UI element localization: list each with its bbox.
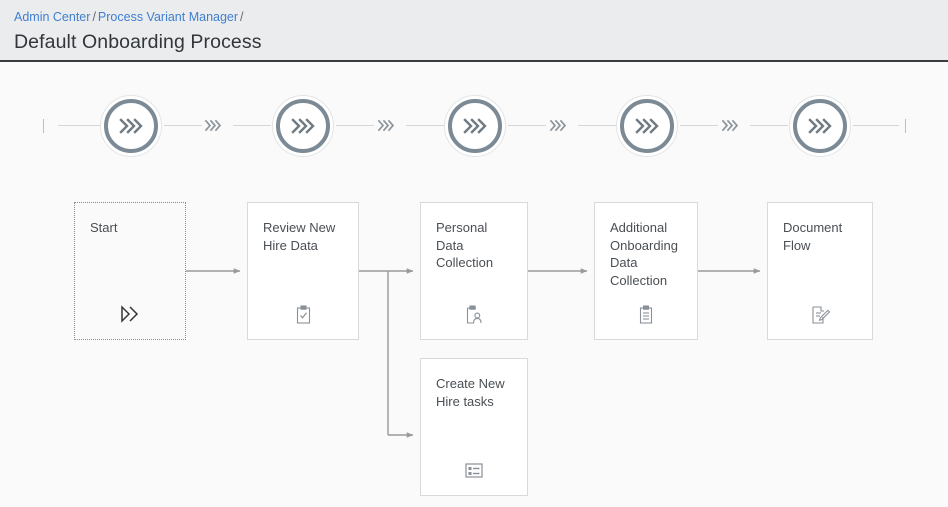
step-circle-3[interactable] bbox=[444, 95, 506, 157]
flow-node-personal-data-collection-label: Personal Data Collection bbox=[436, 220, 494, 270]
step-connector-line-4a bbox=[680, 125, 718, 126]
step-circle-ring-4 bbox=[620, 99, 674, 153]
flow-node-start[interactable]: Start bbox=[74, 202, 186, 340]
breadcrumb-link-process-variant-manager[interactable]: Process Variant Manager bbox=[97, 10, 239, 24]
step-connector-line-2b bbox=[406, 125, 444, 126]
flow-node-personal-data-collection[interactable]: Personal Data Collection bbox=[420, 202, 528, 340]
step-connector-line-4b bbox=[750, 125, 788, 126]
step-connector-line-1a bbox=[164, 125, 202, 126]
flow-node-document-flow-label: Document Flow bbox=[783, 220, 843, 253]
step-circle-4[interactable] bbox=[616, 95, 678, 157]
task-list-icon bbox=[421, 462, 527, 479]
process-flow-diagram: Start Review New Hire Data bbox=[0, 64, 948, 507]
triple-chevron-icon-2 bbox=[273, 96, 333, 156]
step-indicator bbox=[0, 64, 948, 184]
step-circle-ring-2 bbox=[276, 99, 330, 153]
step-circle-5[interactable] bbox=[789, 95, 851, 157]
step-circle-ring-1 bbox=[104, 99, 158, 153]
flow-node-additional-onboarding-data-collection[interactable]: Additional Onboarding Data Collection bbox=[594, 202, 698, 340]
page-title: Default Onboarding Process bbox=[14, 31, 262, 53]
clipboard-lines-icon bbox=[595, 305, 697, 325]
step-connector-line-5 bbox=[853, 125, 899, 126]
page-header: Admin Center/Process Variant Manager/ De… bbox=[0, 0, 948, 62]
double-chevron-play-icon bbox=[75, 305, 185, 323]
process-canvas: Start Review New Hire Data bbox=[0, 64, 948, 507]
step-circle-2[interactable] bbox=[272, 95, 334, 157]
breadcrumb-separator-1: / bbox=[92, 10, 96, 24]
step-connector-line-2a bbox=[336, 125, 374, 126]
small-triple-chevron-icon-4 bbox=[720, 116, 740, 134]
triple-chevron-icon-4 bbox=[617, 96, 677, 156]
step-connector-line-0 bbox=[58, 125, 100, 126]
flow-node-review-new-hire-data[interactable]: Review New Hire Data bbox=[247, 202, 359, 340]
triple-chevron-icon-5 bbox=[790, 96, 850, 156]
breadcrumb-link-admin-center[interactable]: Admin Center bbox=[14, 10, 91, 24]
flow-node-document-flow[interactable]: Document Flow bbox=[767, 202, 873, 340]
step-connector-line-3b bbox=[578, 125, 616, 126]
small-triple-chevron-icon-2 bbox=[376, 116, 396, 134]
triple-chevron-icon-3 bbox=[445, 96, 505, 156]
breadcrumb: Admin Center/Process Variant Manager/ bbox=[14, 9, 246, 25]
clipboard-check-icon bbox=[248, 305, 358, 325]
step-circle-ring-5 bbox=[793, 99, 847, 153]
flow-node-additional-onboarding-data-collection-label: Additional Onboarding Data Collection bbox=[610, 220, 678, 288]
flow-node-start-label: Start bbox=[90, 220, 118, 235]
step-line-cap-right bbox=[905, 119, 906, 133]
breadcrumb-separator-2: / bbox=[240, 10, 244, 24]
step-connector-line-3a bbox=[508, 125, 546, 126]
document-edit-icon bbox=[768, 305, 872, 325]
step-circle-ring-3 bbox=[448, 99, 502, 153]
clipboard-person-icon bbox=[421, 305, 527, 325]
step-connector-line-1b bbox=[233, 125, 271, 126]
flow-node-create-new-hire-tasks[interactable]: Create New Hire tasks bbox=[420, 358, 528, 496]
step-circle-1[interactable] bbox=[100, 95, 162, 157]
small-triple-chevron-icon-1 bbox=[203, 116, 223, 134]
flow-node-review-new-hire-data-label: Review New Hire Data bbox=[263, 220, 336, 253]
flow-node-create-new-hire-tasks-label: Create New Hire tasks bbox=[436, 376, 505, 409]
triple-chevron-icon-1 bbox=[101, 96, 161, 156]
step-line-cap-left bbox=[43, 119, 44, 133]
small-triple-chevron-icon-3 bbox=[548, 116, 568, 134]
